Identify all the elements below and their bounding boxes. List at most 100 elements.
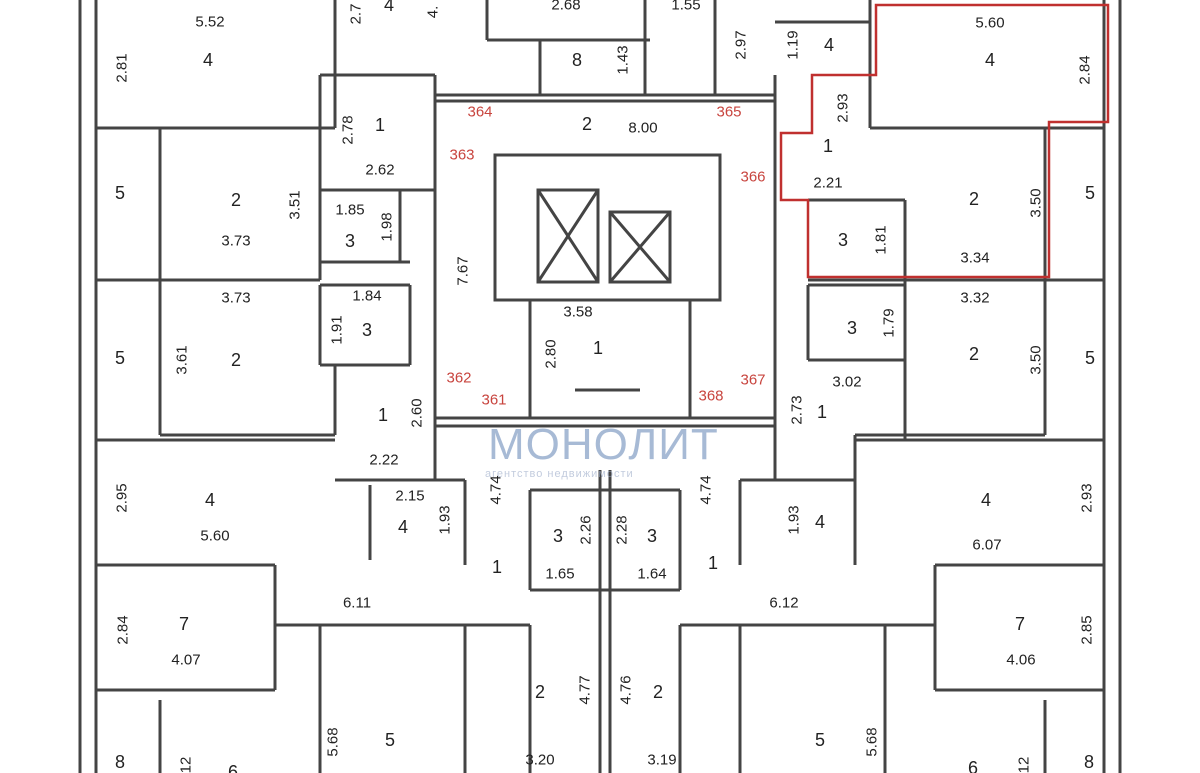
room-type-label: 6 (227, 762, 239, 773)
dimension-label: 12 (1015, 756, 1033, 773)
dimension-label: 1.81 (872, 225, 890, 255)
dimension-label: 2.80 (542, 339, 560, 369)
room-type-label: 8 (114, 752, 126, 772)
dimension-label: 1.84 (352, 287, 382, 305)
room-type-label: 2 (534, 682, 546, 702)
dimension-label: 2.95 (113, 483, 131, 513)
dimension-label: 6.12 (769, 594, 799, 612)
apartment-number[interactable]: 368 (698, 387, 724, 405)
dimension-label: 2.60 (408, 398, 426, 428)
room-type-label: 1 (374, 115, 386, 135)
room-type-label: 2 (581, 114, 593, 134)
room-type-label: 5 (1084, 348, 1096, 368)
apartment-number[interactable]: 363 (449, 146, 475, 164)
apartment-number[interactable]: 365 (716, 103, 742, 121)
dimension-label: 5.68 (324, 727, 342, 757)
dimension-label: 1.79 (880, 308, 898, 338)
dimension-label: 2.97 (732, 30, 750, 60)
dimension-label: 1.43 (614, 45, 632, 75)
dimension-label: 2.73 (788, 395, 806, 425)
dimension-label: 1.93 (436, 505, 454, 535)
dimension-label: 4.74 (487, 475, 505, 505)
room-type-label: 1 (377, 405, 389, 425)
dimension-label: 3.50 (1027, 345, 1045, 375)
dimension-label: 6.07 (972, 536, 1002, 554)
room-type-label: 3 (361, 320, 373, 340)
apartment-number[interactable]: 364 (467, 103, 493, 121)
dimension-label: 3.50 (1027, 188, 1045, 218)
dimension-label: 3.61 (173, 345, 191, 375)
dimension-label: 6.11 (342, 594, 372, 612)
room-type-label: 2 (968, 189, 980, 209)
dimension-label: 4. (424, 5, 442, 19)
dimension-label: 4.06 (1006, 651, 1036, 669)
dimension-label: 2.84 (1076, 55, 1094, 85)
dimension-label: 7.67 (454, 256, 472, 286)
room-type-label: 6 (967, 758, 979, 773)
highlighted-apartment-outline[interactable] (779, 3, 1110, 279)
dimension-label: 1.93 (785, 505, 803, 535)
dimension-label: 2.62 (365, 161, 395, 179)
room-type-label: 3 (846, 318, 858, 338)
dimension-label: 3.19 (647, 751, 677, 769)
dimension-label: 2.68 (551, 0, 581, 14)
room-type-label: 5 (814, 730, 826, 750)
room-type-label: 7 (178, 614, 190, 634)
dimension-label: 12 (177, 756, 195, 773)
dimension-label: 2.93 (1078, 483, 1096, 513)
dimension-label: 2.85 (1078, 615, 1096, 645)
dimension-label: 2.78 (339, 115, 357, 145)
room-type-label: 4 (202, 50, 214, 70)
dimension-label: 3.32 (960, 289, 990, 307)
dimension-label: 1.91 (328, 315, 346, 345)
dimension-label: 2.15 (395, 487, 425, 505)
room-type-label: 4 (814, 512, 826, 532)
apartment-number[interactable]: 362 (446, 369, 472, 387)
dimension-label: 2.7 (347, 3, 365, 25)
room-type-label: 2 (230, 190, 242, 210)
room-type-label: 4 (204, 490, 216, 510)
room-type-label: 3 (646, 526, 658, 546)
room-type-label: 4 (823, 35, 835, 55)
apartment-number[interactable]: 366 (740, 168, 766, 186)
dimension-label: 5.52 (195, 13, 225, 31)
room-type-label: 2 (968, 344, 980, 364)
room-type-label: 5 (384, 730, 396, 750)
dimension-label: 4.77 (576, 675, 594, 705)
room-type-label: 8 (571, 50, 583, 70)
dimension-label: 1.98 (378, 212, 396, 242)
dimension-label: 2.26 (577, 515, 595, 545)
dimension-label: 1.65 (545, 565, 575, 583)
watermark-tagline: агентство недвижимости (485, 468, 634, 480)
dimension-label: 2.22 (369, 451, 399, 469)
room-type-label: 4 (383, 0, 395, 15)
room-type-label: 7 (1014, 614, 1026, 634)
dimension-label: 3.73 (221, 232, 251, 250)
dimension-label: 1.64 (637, 565, 667, 583)
dimension-label: 4.07 (171, 651, 201, 669)
room-type-label: 1 (592, 338, 604, 358)
dimension-label: 1.55 (671, 0, 701, 14)
room-type-label: 4 (980, 490, 992, 510)
watermark-logo: МОНОЛИТ (488, 420, 719, 469)
dimension-label: 2.84 (114, 615, 132, 645)
room-type-label: 1 (816, 402, 828, 422)
dimension-label: 3.34 (960, 249, 990, 267)
dimension-label: 2.21 (813, 174, 843, 192)
apartment-number[interactable]: 361 (481, 391, 507, 409)
dimension-label: 3.02 (832, 373, 862, 391)
room-type-label: 3 (837, 230, 849, 250)
dimension-label: 2.93 (834, 93, 852, 123)
dimension-label: 3.51 (286, 190, 304, 220)
room-type-label: 5 (114, 348, 126, 368)
apartment-number[interactable]: 367 (740, 371, 766, 389)
room-type-label: 5 (114, 183, 126, 203)
room-type-label: 3 (552, 526, 564, 546)
room-type-label: 3 (344, 231, 356, 251)
dimension-label: 1.19 (784, 30, 802, 60)
room-type-label: 5 (1084, 183, 1096, 203)
dimension-label: 4.74 (697, 475, 715, 505)
dimension-label: 3.73 (221, 289, 251, 307)
room-type-label: 1 (491, 557, 503, 577)
